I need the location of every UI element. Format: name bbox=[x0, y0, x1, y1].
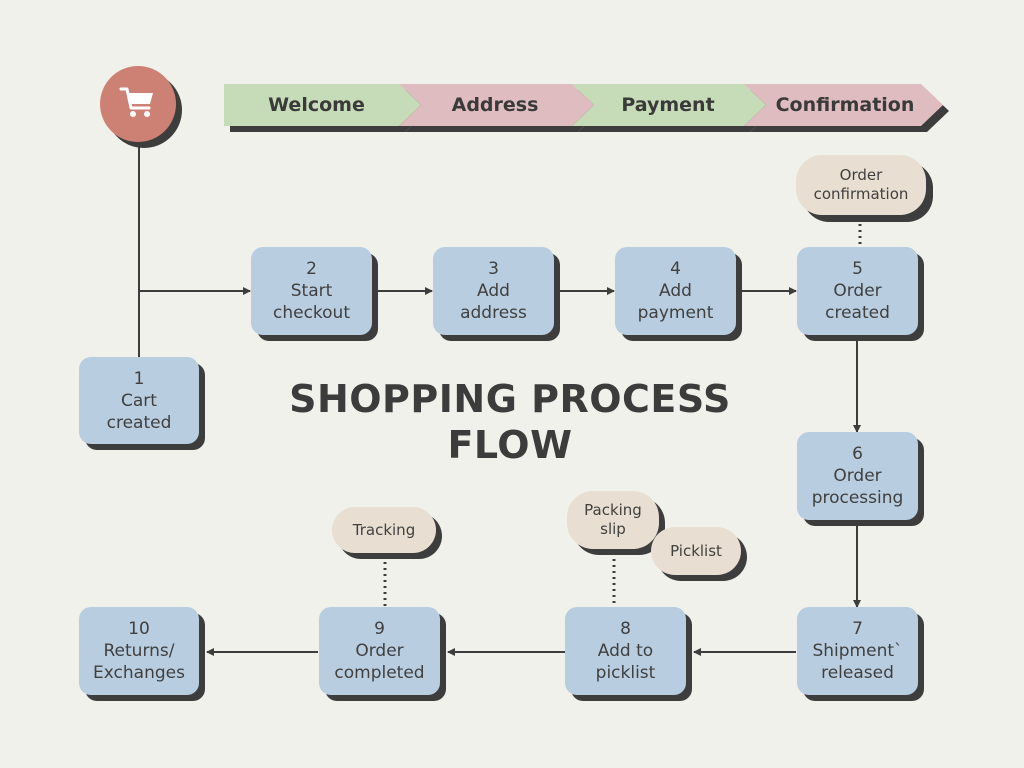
step-7-shipment-released: 7 Shipment` released bbox=[797, 607, 918, 695]
stage-chevron-payment bbox=[572, 84, 766, 126]
document-packing-slip: Packing slip bbox=[567, 491, 659, 549]
stage-label-welcome: Welcome bbox=[268, 94, 365, 116]
shopping-cart-icon bbox=[118, 82, 158, 126]
step-5-order-created: 5 Order created bbox=[797, 247, 918, 335]
document-tracking: Tracking bbox=[332, 507, 436, 553]
step-3-add-address: 3 Add address bbox=[433, 247, 554, 335]
step-9-order-completed: 9 Order completed bbox=[319, 607, 440, 695]
page-title: SHOPPING PROCESS FLOW bbox=[289, 377, 731, 467]
stage-label-address: Address bbox=[451, 94, 539, 116]
step-4-add-payment: 4 Add payment bbox=[615, 247, 736, 335]
start-cart-node bbox=[100, 66, 176, 142]
stage-label-confirmation: Confirmation bbox=[775, 94, 915, 116]
step-8-add-to-picklist: 8 Add to picklist bbox=[565, 607, 686, 695]
step-1-cart-created: 1 Cart created bbox=[79, 357, 199, 444]
stage-chevron-address bbox=[399, 84, 594, 126]
stage-chevron-welcome bbox=[224, 84, 421, 126]
document-order-confirmation: Order confirmation bbox=[796, 155, 926, 215]
document-picklist: Picklist bbox=[651, 527, 741, 575]
step-6-order-processing: 6 Order processing bbox=[797, 432, 918, 520]
step-2-start-checkout: 2 Start checkout bbox=[251, 247, 372, 335]
stage-chevron-confirmation bbox=[744, 84, 943, 126]
step-10-returns-exchanges: 10 Returns/ Exchanges bbox=[79, 607, 199, 695]
stage-label-payment: Payment bbox=[621, 94, 715, 116]
